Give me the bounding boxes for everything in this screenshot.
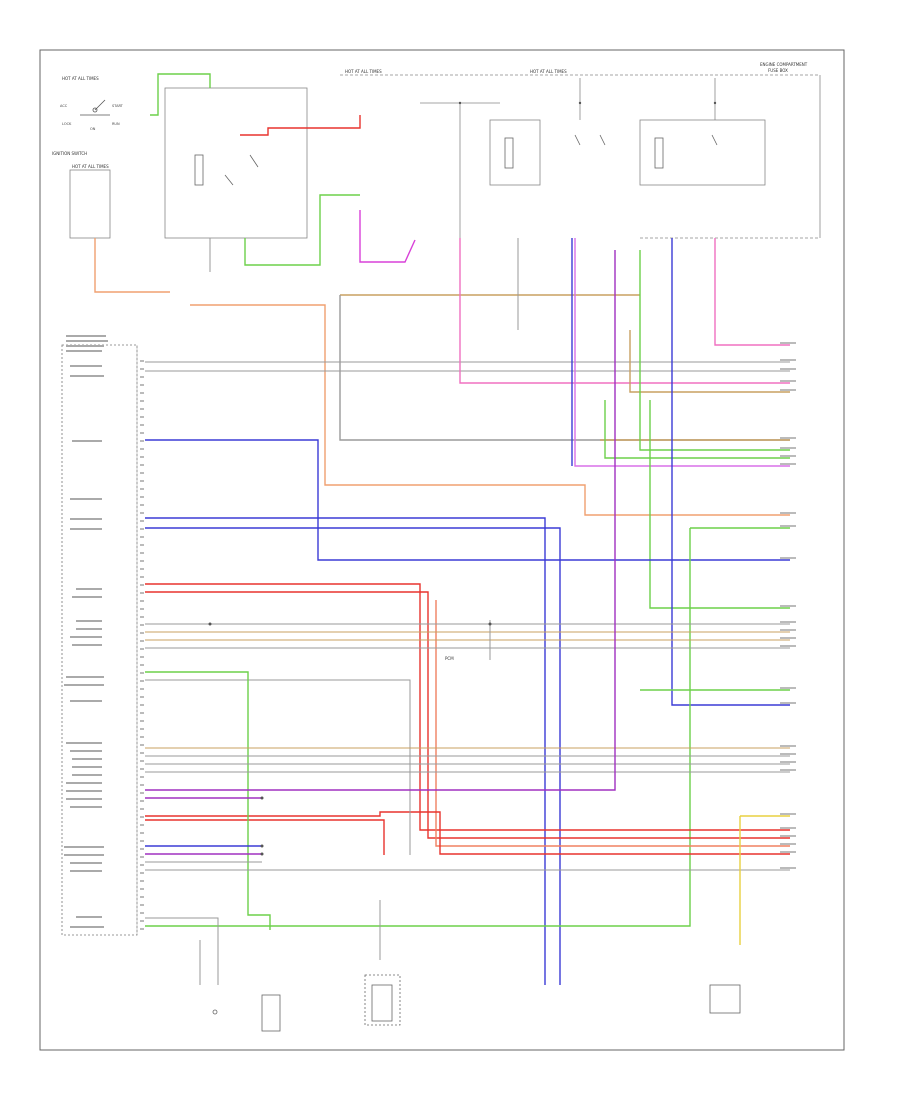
wire-red-5 <box>145 811 790 855</box>
wire-green-672 <box>145 671 271 930</box>
pcm-pin-numbers <box>140 360 144 930</box>
ignition-switch-symbol <box>80 99 110 116</box>
switch-label-start: START <box>112 104 124 108</box>
hot-label-top-left: HOT AT ALL TIMES <box>62 76 99 81</box>
right-wire-labels <box>780 342 796 869</box>
wire-yellow-816 <box>739 815 790 945</box>
wire-blue-low2 <box>145 527 561 985</box>
center-label: PCM <box>445 656 454 661</box>
bottom-components <box>212 974 741 1032</box>
diagram-frame <box>39 49 845 1051</box>
wire-magenta-top <box>359 210 416 263</box>
wire-gray-top <box>339 295 790 441</box>
wire-pink-466 <box>574 238 790 467</box>
wire-blue-low1 <box>145 517 546 985</box>
pcm-pin-labels <box>64 335 108 928</box>
hot-label-b: HOT AT ALL TIMES <box>530 69 567 74</box>
wire-blue-right <box>671 238 790 706</box>
hot-label-a: HOT AT ALL TIMES <box>345 69 382 74</box>
wire-red-1 <box>145 583 790 831</box>
switch-label-run: RUN <box>112 122 120 126</box>
fuse-box-area <box>69 74 821 239</box>
wire-red-top <box>240 115 361 136</box>
ground-symbol <box>212 1009 218 1015</box>
component-box-3 <box>709 984 741 1014</box>
wire-gray-bottom <box>145 917 219 985</box>
wire-green-bottom <box>145 528 691 927</box>
wire-green-458 <box>604 400 790 459</box>
wire-violet-790 <box>145 250 616 791</box>
wires <box>94 73 790 985</box>
wire-green-450 <box>639 250 790 451</box>
wire-pink-right <box>714 238 790 346</box>
component-box-4 <box>364 974 401 1026</box>
wire-magenta-right <box>459 238 790 384</box>
switch-label-lock: LOCK <box>62 122 72 126</box>
wire-gray-680 <box>145 679 411 855</box>
wire-orange-4 <box>435 600 790 847</box>
right-label-2: FUSE BOX <box>768 68 788 73</box>
switch-label-acc: ACC <box>60 104 68 108</box>
right-label-1: ENGINE COMPARTMENT <box>760 62 808 67</box>
wire-green-608 <box>649 400 790 609</box>
relay-symbols <box>194 134 718 186</box>
component-box-2 <box>371 984 393 1022</box>
wire-orange-left <box>94 238 170 293</box>
component-box-1 <box>261 994 281 1032</box>
wire-green-top <box>150 73 211 116</box>
wire-red-2 <box>145 591 790 839</box>
wire-blue-main <box>145 439 790 561</box>
wire-red-3 <box>145 819 385 855</box>
wire-tan-392 <box>629 330 790 393</box>
splice-dots <box>208 101 717 856</box>
hot-label-left-2: HOT AT ALL TIMES <box>72 164 109 169</box>
top-labels: ENGINE COMPARTMENT FUSE BOX HOT AT ALL T… <box>52 62 808 169</box>
switch-label-on: ON <box>90 127 96 131</box>
ignition-switch-label: IGNITION SWITCH <box>52 151 87 156</box>
wire-orange-main <box>190 304 790 516</box>
wire-green-mid <box>244 194 360 266</box>
